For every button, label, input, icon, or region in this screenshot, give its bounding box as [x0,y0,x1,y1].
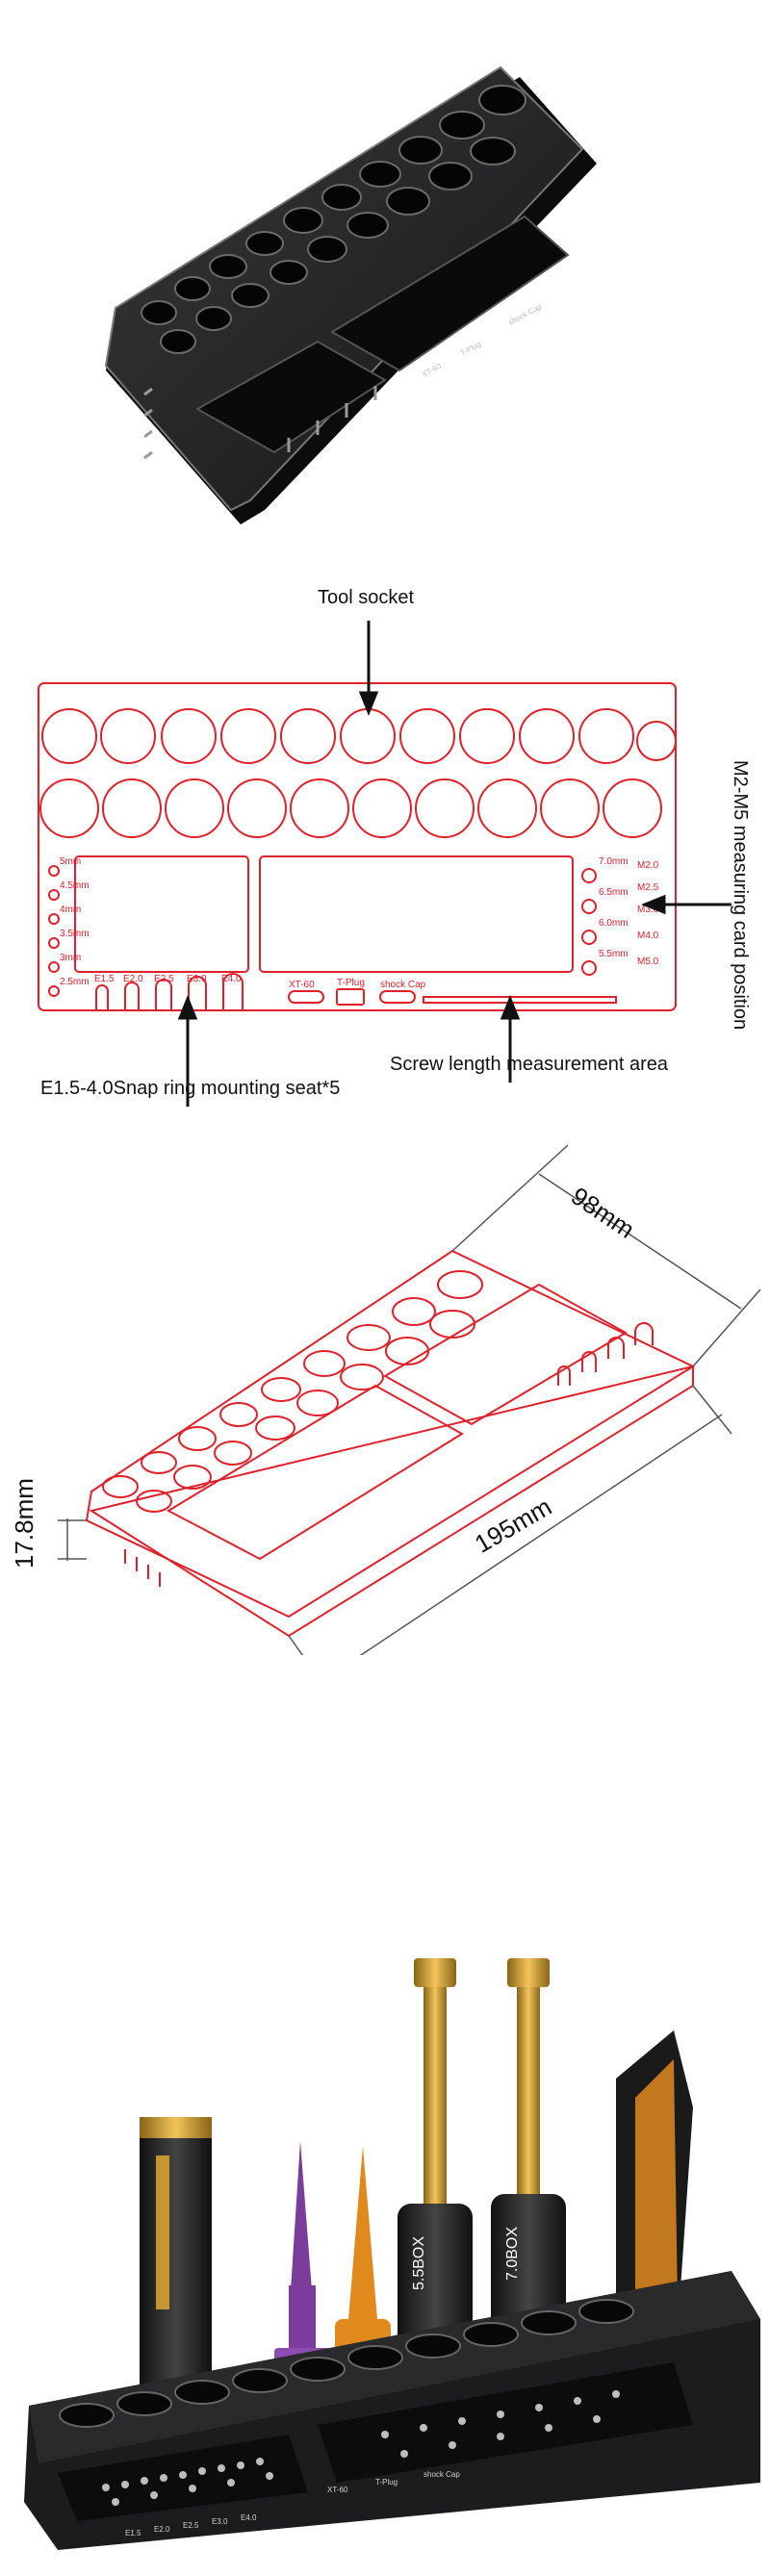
orange-reamer [348,2146,377,2319]
tools-photo-illustration: 5.5BOX 7.0BOX E1.5 E2.0 E2.5 E3.0 E4.0 X… [24,1958,760,2550]
driver-2-label: 7.0BOX [504,2227,521,2281]
tray-label-7: shock Cap [424,2470,460,2479]
m-label-3: M4.0 [637,931,659,941]
dim-socket-circles [102,1270,483,1513]
tool-socket-label: Tool socket [318,587,415,608]
height-label: 17.8mm [10,1478,38,1569]
left-label-2: 4mm [60,905,81,915]
m-label-4: M5.0 [637,956,659,967]
measuring-card-label: M2-M5 measuring card position [730,760,751,1031]
tools-photo: 5.5BOX 7.0BOX E1.5 E2.0 E2.5 E3.0 E4.0 X… [0,1655,770,2571]
tray-label-4: E4.0 [241,2513,257,2522]
left-label-5: 2.5mm [60,977,90,987]
m-label-0: M2.0 [637,860,659,871]
plug-label-0: XT-60 [289,980,315,990]
e-label-2: E2.5 [154,974,174,984]
tray-label-3: E3.0 [212,2517,228,2526]
e-label-1: E2.0 [123,974,143,984]
left-label-1: 4.5mm [60,880,90,891]
dimension-diagram: 98mm 17.8mm 195mm [0,1107,770,1704]
plug-label-1: T-Plug [337,978,365,988]
tray-label-1: E2.0 [154,2525,170,2534]
nut-driver-1-shaft [424,1973,447,2204]
purple-reamer [291,2141,312,2290]
tray-label-2: E2.5 [183,2521,199,2530]
feature-diagram: 5mm 4.5mm 4mm 3.5mm 3mm 2.5mm 7.0mm 6.5m… [0,558,770,1150]
feature-diagram-outline: 5mm 4.5mm 4mm 3.5mm 3mm 2.5mm 7.0mm 6.5m… [38,621,732,1150]
tray-photo-illustration: XT-60 T-Plug shock Cap [104,65,597,524]
left-label-0: 5mm [60,856,81,867]
e-label-3: E3.0 [187,974,207,984]
socket-holes [141,85,526,354]
dimension-outline [58,1144,761,1704]
svg-text:T-Plug: T-Plug [459,340,483,358]
tray-label-0: E1.5 [125,2529,141,2538]
tray-photo: XT-60 T-Plug shock Cap [0,0,770,558]
screw-area-label: Screw length measurement area [390,1054,669,1075]
e-label-4: E4.0 [221,974,242,984]
socket-circles [39,708,677,1010]
driver-1-label: 5.5BOX [411,2236,427,2290]
right-label-3: 5.5mm [599,949,629,959]
hex-driver-handle [140,2117,212,2406]
m-label-1: M2.5 [637,882,659,893]
snap-ring-label: E1.5-4.0Snap ring mounting seat*5 [40,1078,341,1099]
svg-text:XT-60: XT-60 [421,362,444,379]
svg-text:shock Cap: shock Cap [507,302,544,327]
left-label-4: 3mm [60,953,81,963]
right-label-1: 6.5mm [599,887,629,898]
nut-driver-2-shaft [517,1973,540,2194]
plug-label-2: shock Cap [380,980,426,990]
e-label-0: E1.5 [94,974,115,984]
right-label-2: 6.0mm [599,918,629,929]
m-label-2: M3.0 [637,905,659,915]
tray-label-6: T-Plug [375,2478,398,2487]
right-label-0: 7.0mm [599,856,629,867]
left-label-3: 3.5mm [60,929,90,939]
tray-label-5: XT-60 [327,2486,348,2494]
